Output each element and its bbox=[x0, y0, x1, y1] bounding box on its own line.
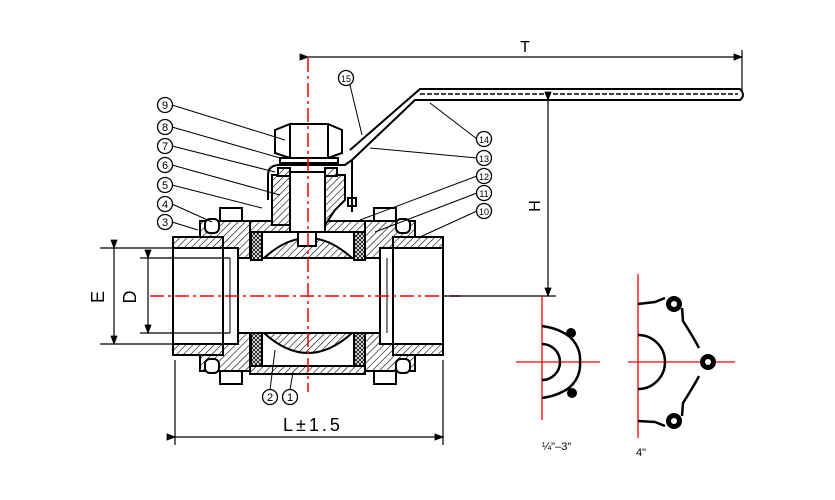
callout-13: 13 bbox=[475, 149, 493, 167]
callout-7: 7 bbox=[156, 137, 174, 155]
callout-8: 8 bbox=[156, 118, 174, 136]
callout-4: 4 bbox=[156, 195, 174, 213]
callout-circle bbox=[475, 184, 493, 202]
callout-number: 6 bbox=[162, 160, 168, 172]
callout-circle bbox=[475, 130, 493, 148]
end-view-large: 4" bbox=[628, 274, 735, 459]
callout-1: 1 bbox=[281, 388, 299, 406]
callout-5: 5 bbox=[156, 176, 174, 194]
callout-circle bbox=[281, 388, 299, 406]
callout-circle bbox=[337, 69, 355, 87]
callout-number: 7 bbox=[162, 141, 168, 153]
callout-circle bbox=[156, 118, 174, 136]
callout-number: 2 bbox=[267, 392, 273, 404]
end-view-small-label: ¼"–3" bbox=[542, 441, 571, 453]
callout-circle bbox=[156, 213, 174, 231]
dim-l-label: L±1.5 bbox=[283, 415, 343, 435]
callout-11: 11 bbox=[475, 184, 493, 202]
callout-number: 1 bbox=[287, 392, 293, 404]
callout-number: 15 bbox=[341, 74, 351, 84]
callout-circle bbox=[156, 176, 174, 194]
callout-circle bbox=[261, 388, 279, 406]
callout-number: 9 bbox=[162, 100, 168, 112]
callout-circle bbox=[156, 156, 174, 174]
callout-number: 12 bbox=[479, 172, 489, 182]
callout-number: 4 bbox=[162, 199, 168, 211]
callout-6: 6 bbox=[156, 156, 174, 174]
dimension-labels: T H E D L±1.5 bbox=[88, 39, 544, 435]
dim-d-label: D bbox=[120, 291, 140, 304]
callout-number: 14 bbox=[479, 135, 489, 145]
callout-number: 3 bbox=[162, 217, 168, 229]
callout-2: 2 bbox=[261, 388, 279, 406]
centerlines bbox=[150, 58, 460, 392]
callout-9: 9 bbox=[156, 96, 174, 114]
callout-circle bbox=[156, 195, 174, 213]
bolts bbox=[204, 207, 411, 385]
dim-h-label: H bbox=[527, 200, 544, 212]
callout-10: 10 bbox=[475, 202, 493, 220]
callout-circle bbox=[475, 149, 493, 167]
callout-number: 10 bbox=[479, 207, 489, 217]
dimension-lines bbox=[100, 50, 744, 445]
callout-number: 5 bbox=[162, 180, 168, 192]
callout-circle bbox=[475, 167, 493, 185]
callout-circle bbox=[156, 96, 174, 114]
dim-e-label: E bbox=[88, 291, 108, 303]
callout-14: 14 bbox=[475, 130, 493, 148]
end-view-large-label: 4" bbox=[636, 447, 646, 459]
callout-3: 3 bbox=[156, 213, 174, 231]
callout-number: 13 bbox=[479, 154, 489, 164]
end-view-small: ¼"–3" bbox=[516, 296, 600, 453]
callout-15: 15 bbox=[337, 69, 355, 87]
callout-circle bbox=[475, 202, 493, 220]
callout-number: 11 bbox=[479, 189, 488, 199]
dim-t-label: T bbox=[520, 39, 530, 56]
callout-circle bbox=[156, 137, 174, 155]
callout-12: 12 bbox=[475, 167, 493, 185]
leader-lines bbox=[171, 84, 478, 391]
callout-number: 8 bbox=[162, 122, 168, 134]
